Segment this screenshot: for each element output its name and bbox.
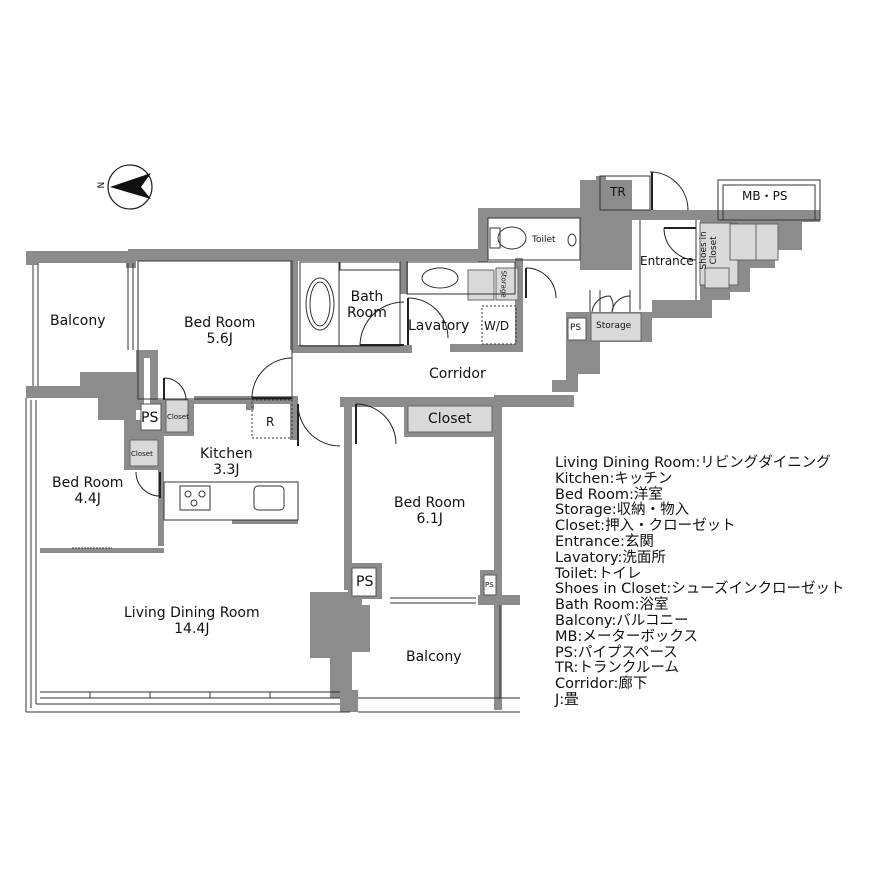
room-name-2: Room bbox=[347, 305, 387, 322]
room-name: Bed Room bbox=[394, 495, 466, 511]
room-ps-kitchen: PS bbox=[141, 410, 159, 426]
refrigerator-space: R bbox=[266, 415, 275, 429]
room-ps-bed-2: PS bbox=[485, 581, 494, 589]
room-name: Shoes in bbox=[698, 231, 709, 270]
room-corridor: Corridor bbox=[429, 366, 486, 382]
room-name: Bed Room bbox=[184, 315, 256, 331]
legend-item: Storage:収納・物入 bbox=[555, 502, 690, 519]
room-size: 3.3J bbox=[213, 462, 240, 479]
room-closet-small-1: Closet bbox=[167, 413, 189, 421]
room-name: Kitchen bbox=[200, 446, 253, 462]
room-size: 6.1J bbox=[416, 511, 443, 528]
room-bath: Bath Room bbox=[347, 289, 387, 321]
room-name: Bed Room bbox=[52, 475, 124, 491]
legend-item: PS:パイプスペース bbox=[555, 644, 678, 661]
thin-lines bbox=[25, 175, 821, 713]
legend-item: Entrance:玄関 bbox=[555, 533, 654, 550]
room-storage-corridor: Storage bbox=[596, 321, 632, 331]
room-ps-corridor: PS bbox=[570, 323, 582, 333]
doors bbox=[135, 171, 697, 498]
room-bedroom-61: Bed Room 6.1J bbox=[394, 495, 465, 527]
legend-item: Shoes in Closet:シューズインクローゼット bbox=[555, 581, 845, 598]
legend-item: Bed Room:洋室 bbox=[555, 486, 663, 503]
room-tr: TR bbox=[610, 185, 626, 199]
legend-item: MB:メーターボックス bbox=[555, 628, 698, 645]
room-wd: W/D bbox=[484, 319, 510, 333]
legend-item: J:畳 bbox=[555, 691, 579, 708]
room-closet-61: Closet bbox=[428, 411, 472, 427]
room-size: 5.6J bbox=[206, 331, 233, 348]
room-name-2: Closet bbox=[709, 236, 720, 265]
compass-north-label: N bbox=[94, 181, 105, 189]
room-bedroom-56: Bed Room 5.6J bbox=[184, 315, 255, 347]
room-lavatory: Lavatory bbox=[408, 318, 470, 334]
legend-item: Toilet:トイレ bbox=[555, 565, 642, 582]
legend-item: Balcony:バルコニー bbox=[555, 612, 689, 629]
legend-item: Living Dining Room:リビングダイニング bbox=[555, 455, 831, 471]
legend: Living Dining Room:リビングダイニング Kitchen:キッチ… bbox=[555, 455, 845, 709]
room-ps-bed-1: PS bbox=[356, 574, 374, 590]
room-mb-ps: MB・PS bbox=[742, 189, 788, 203]
room-balcony-nw: Balcony bbox=[50, 313, 106, 329]
room-size: 4.4J bbox=[74, 491, 101, 508]
legend-item: TR:トランクルーム bbox=[555, 660, 680, 677]
legend-item: Kitchen:キッチン bbox=[555, 470, 673, 487]
storage-fills bbox=[129, 222, 779, 467]
compass-icon bbox=[107, 164, 153, 210]
room-bedroom-44: Bed Room 4.4J bbox=[52, 475, 123, 507]
legend-item: Closet:押入・クローゼット bbox=[555, 518, 736, 535]
room-storage-small: Storage bbox=[499, 270, 508, 298]
interior-boxes bbox=[140, 317, 587, 597]
room-kitchen: Kitchen 3.3J bbox=[200, 446, 253, 478]
legend-item: Corridor:廊下 bbox=[555, 676, 648, 693]
room-name: Living Dining Room bbox=[124, 605, 260, 621]
room-name: Bath bbox=[350, 289, 384, 305]
legend-item: Bath Room:浴室 bbox=[555, 597, 669, 614]
room-closet-small-2: Closet bbox=[131, 450, 153, 458]
room-entrance: Entrance bbox=[640, 254, 694, 268]
room-toilet: Toilet bbox=[532, 235, 556, 245]
legend-item: Lavatory:洗面所 bbox=[555, 549, 666, 566]
room-shoes-in-closet: Shoes in Closet bbox=[699, 231, 720, 269]
room-living-dining: Living Dining Room 14.4J bbox=[124, 605, 260, 637]
room-balcony-se: Balcony bbox=[406, 649, 462, 665]
room-size: 14.4J bbox=[174, 621, 210, 638]
